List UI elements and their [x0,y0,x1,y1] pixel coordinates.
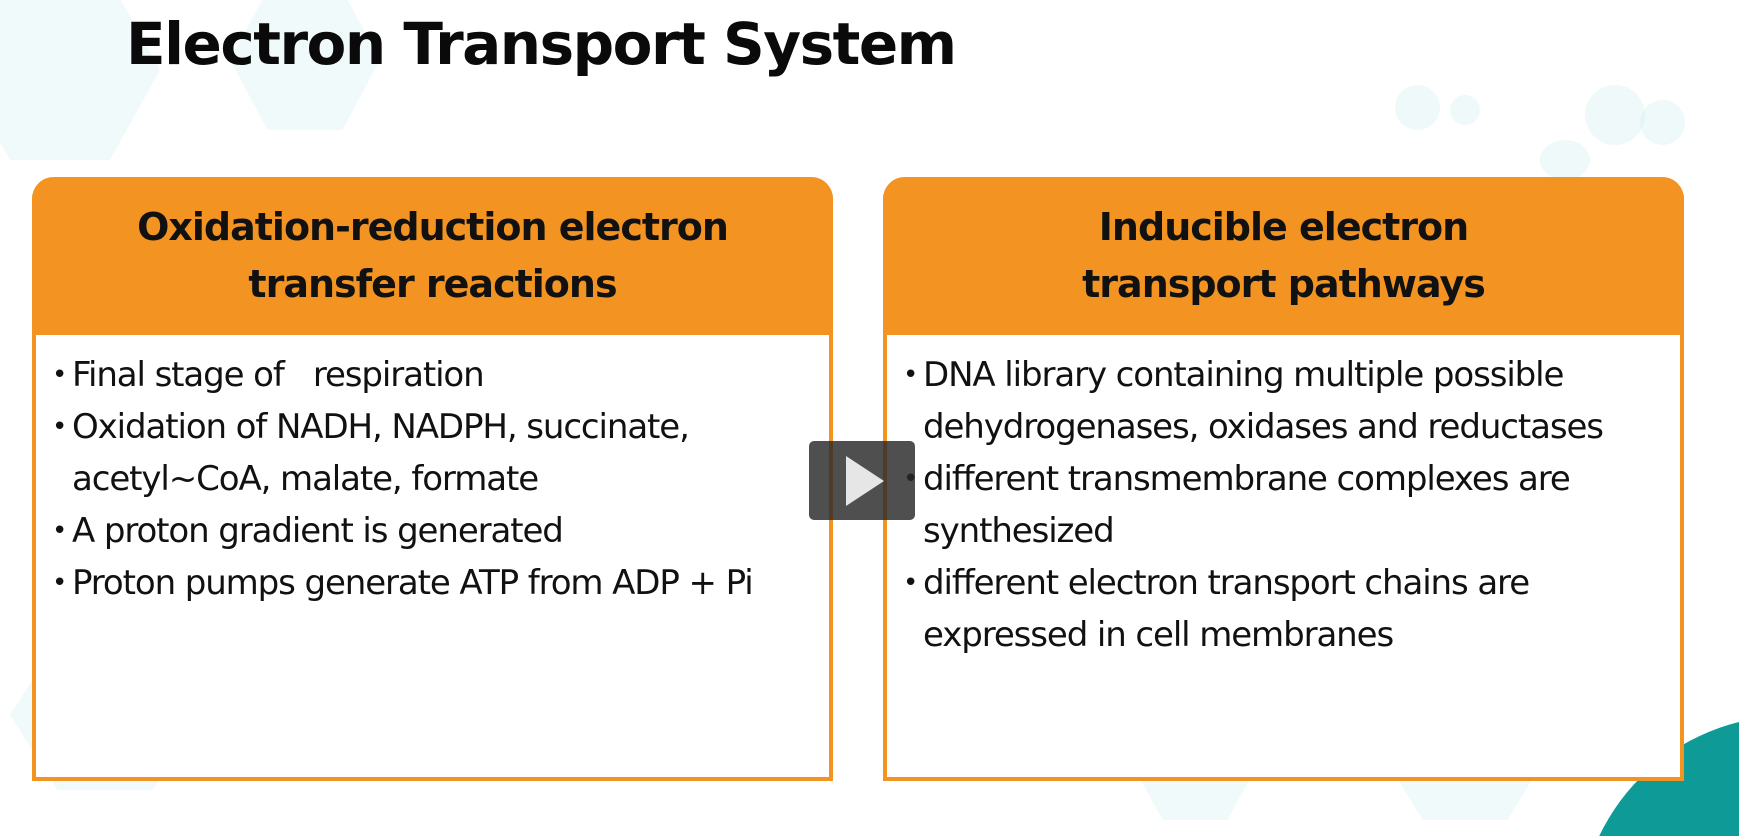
bullet-icon: • [52,360,67,390]
bullet-icon: • [52,516,67,546]
bullet-item: • Final stage of respiration [50,349,815,401]
bullet-item: • A proton gradient is generated [50,505,815,557]
bullet-item: • DNA library containing multiple possib… [901,349,1666,453]
bullet-item: • different electron transport chains ar… [901,557,1666,661]
bullet-text: Oxidation of NADH, NADPH, succinate, ace… [72,407,690,499]
panel-body: • Final stage of respiration • Oxidation… [36,335,829,777]
bullet-item: • Proton pumps generate ATP from ADP + P… [50,557,815,609]
panel-inducible-pathways: Inducible electron transport pathways • … [883,177,1684,781]
panel-header: Inducible electron transport pathways [883,177,1684,335]
bullet-item: • Oxidation of NADH, NADPH, succinate, a… [50,401,815,505]
bullet-icon: • [903,360,918,390]
bullet-text: different transmembrane complexes are sy… [923,459,1571,551]
bullet-text: A proton gradient is generated [72,511,564,551]
bullet-text: Final stage of respiration [72,355,485,395]
bullet-icon: • [52,568,67,598]
panel-oxidation-reduction: Oxidation-reduction electron transfer re… [32,177,833,781]
bullet-icon: • [52,412,67,442]
panel-header-title: Oxidation-reduction electron transfer re… [137,205,729,306]
bullet-list: • DNA library containing multiple possib… [901,349,1666,661]
bullet-list: • Final stage of respiration • Oxidation… [50,349,815,609]
bullet-icon: • [903,568,918,598]
play-icon [846,455,884,506]
panel-body: • DNA library containing multiple possib… [887,335,1680,777]
bullet-item: • different transmembrane complexes are … [901,453,1666,557]
bullet-text: Proton pumps generate ATP from ADP + Pi [72,563,754,603]
panel-header: Oxidation-reduction electron transfer re… [32,177,833,335]
bullet-text: different electron transport chains are … [923,563,1530,655]
slide-title: Electron Transport System [126,10,957,78]
panel-header-title: Inducible electron transport pathways [1082,205,1486,306]
video-play-button[interactable] [809,441,915,520]
bullet-text: DNA library containing multiple possible… [923,355,1604,447]
